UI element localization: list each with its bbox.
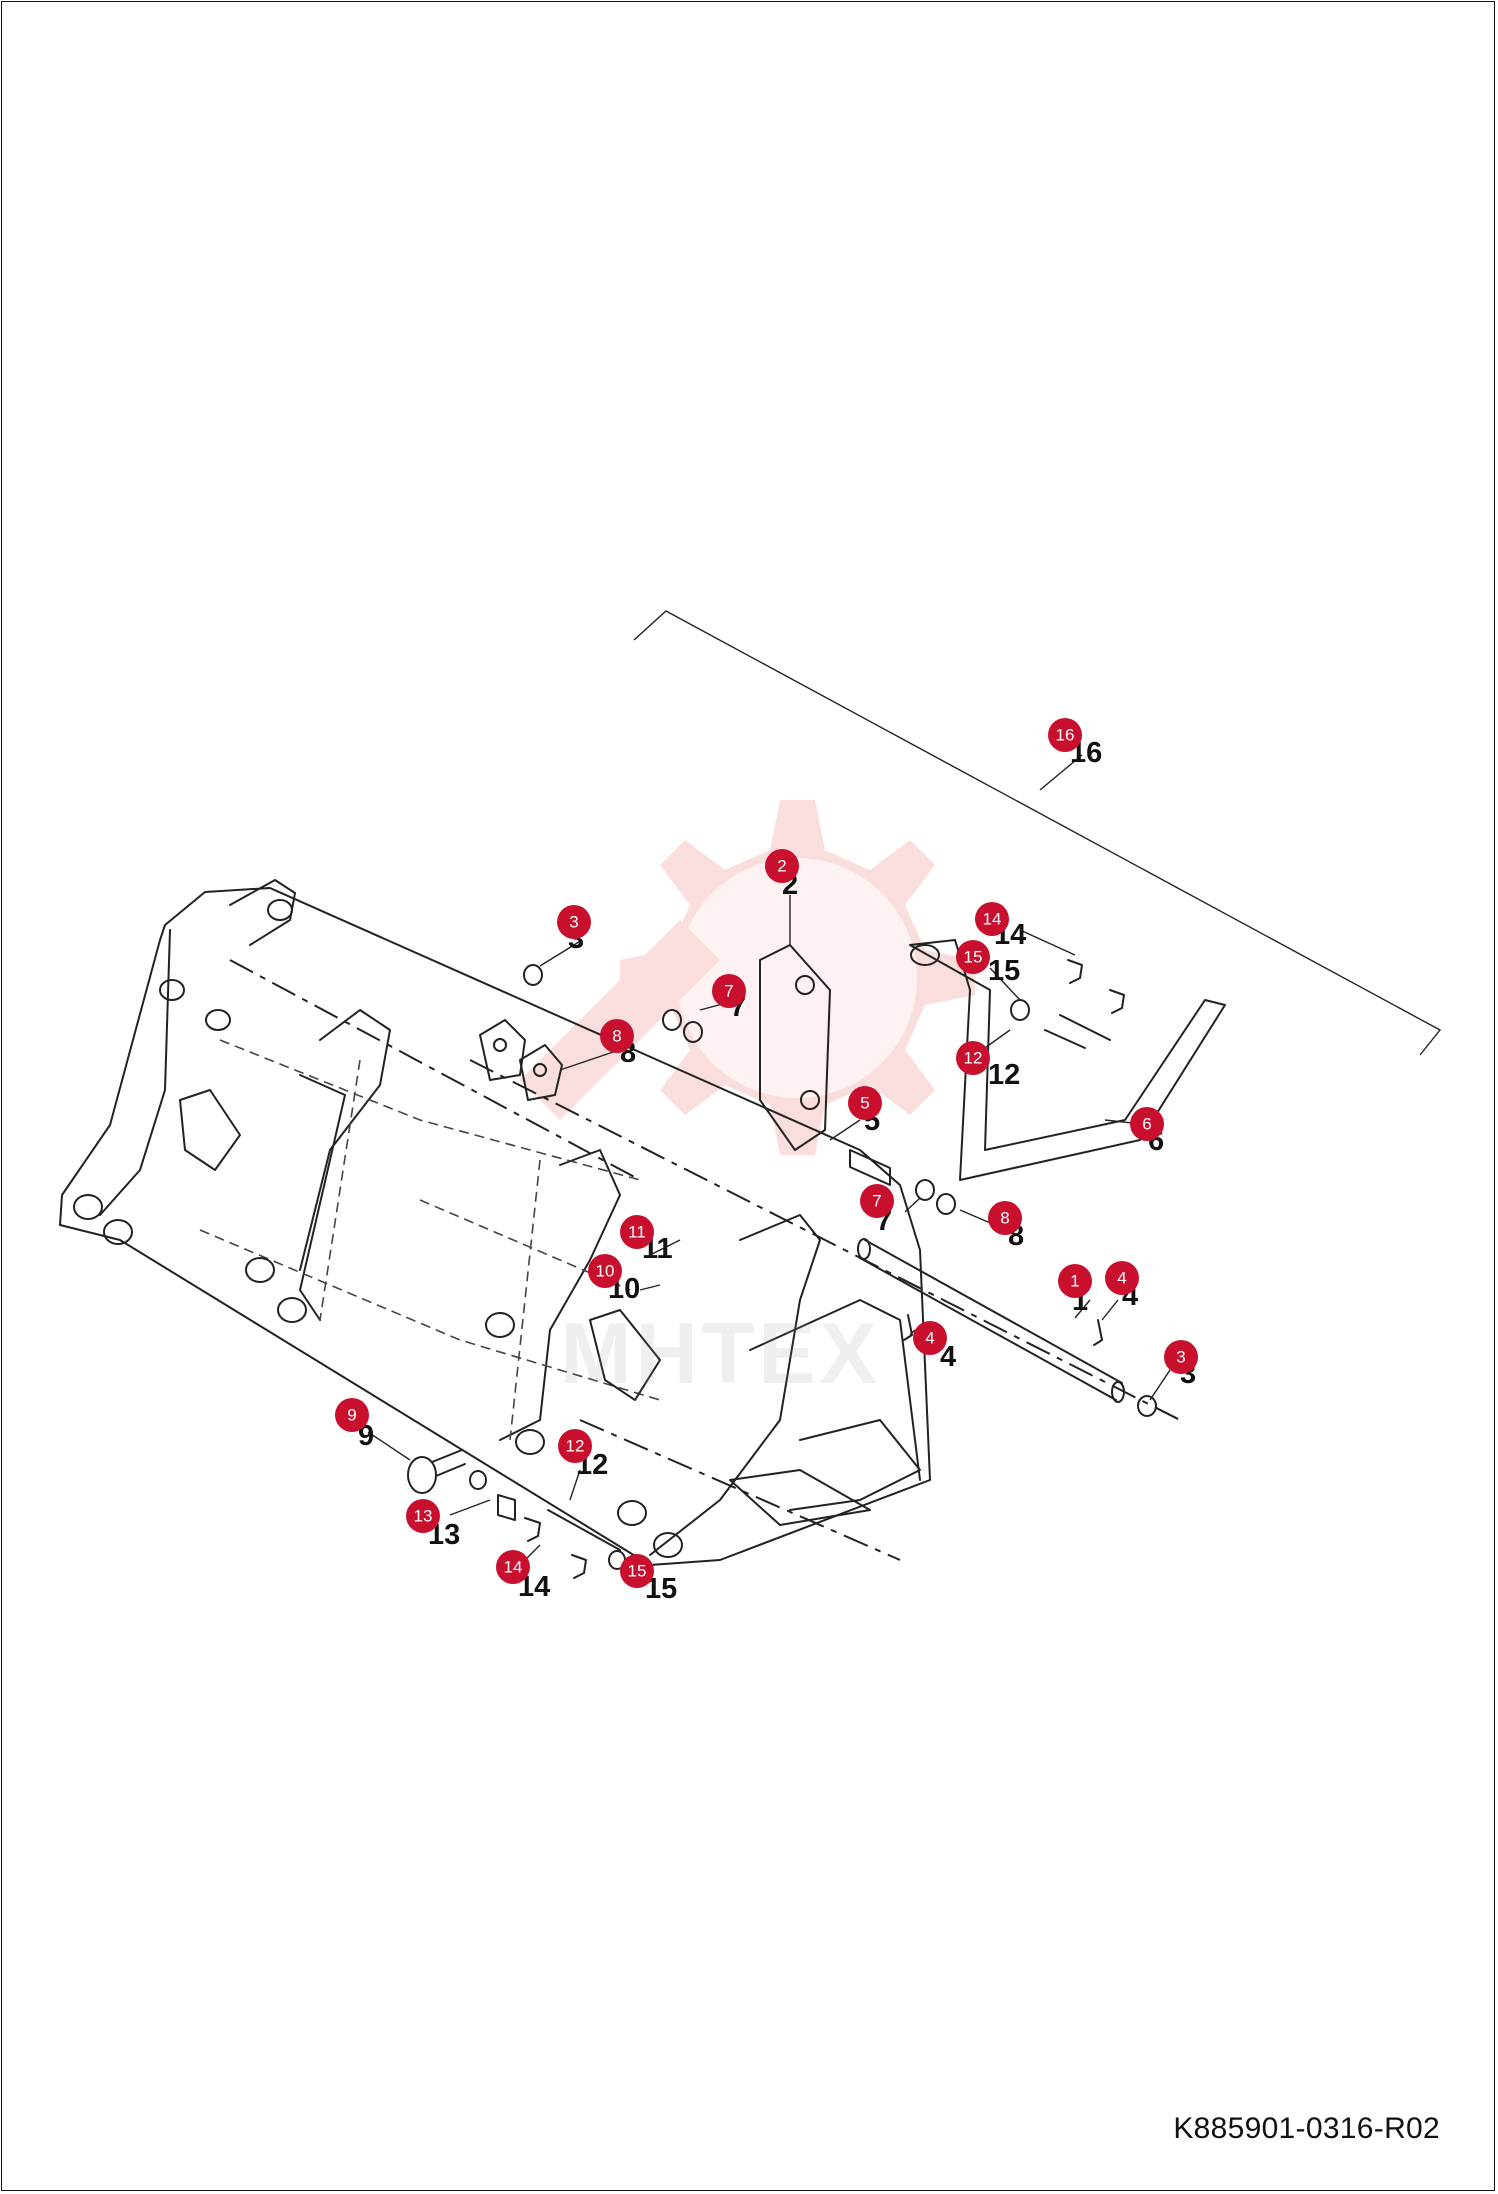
pin-part [857,1238,1125,1403]
badge-circle [335,1398,369,1432]
callout-badge: 7 [860,1184,894,1218]
badge-label: 11 [628,1223,646,1242]
callout-badge: 3 [557,905,591,939]
bushing-parts [497,1029,1086,1521]
callout-badge: 15 [956,940,990,974]
badge-label: 14 [504,1558,523,1577]
badge-circle [712,974,746,1008]
badge-label: 8 [1000,1209,1009,1228]
badge-circle [1130,1107,1164,1141]
callout-badge: 5 [848,1086,882,1120]
callout-badge: 15 [620,1554,654,1588]
callout-badge: 6 [1130,1107,1164,1141]
badge-circle [765,849,799,883]
badge-circle [557,905,591,939]
badge-label: 16 [1056,726,1075,745]
badge-circle [1164,1340,1198,1374]
badge-label: 9 [347,1406,356,1425]
callout-badge: 1 [1058,1264,1092,1298]
callout-number: 12 [988,1059,1020,1091]
badge-circle [496,1550,530,1584]
callout-number: 4 [940,1341,956,1373]
callout-badge: 8 [600,1019,634,1053]
callout-badge: 3 [1164,1340,1198,1374]
callout-number: 15 [988,955,1020,987]
clip-parts [524,959,1125,1579]
watermark-text: MHTEX [560,1306,881,1402]
callout-badge: 9 [335,1398,369,1432]
badge-label: 13 [414,1507,433,1526]
centerline [579,1419,901,1561]
callout-badge: 12 [956,1041,990,1075]
badge-label: 7 [872,1192,881,1211]
badge-circle [913,1321,947,1355]
badge-circle [588,1254,622,1288]
badge-circle [620,1215,654,1249]
callout-badge: 12 [558,1429,592,1463]
leader-lines [367,754,1171,1571]
badge-label: 10 [596,1262,615,1281]
watermark-gear-icon [520,800,975,1155]
callout-badge: 16 [1048,718,1082,752]
badge-label: 7 [724,982,733,1001]
badge-circle [620,1554,654,1588]
bolt-part [407,1449,466,1494]
drawing-code: K885901-0316-R02 [1173,2112,1440,2145]
badge-label: 12 [964,1049,983,1068]
badge-label: 14 [983,910,1002,929]
callout-badge: 14 [975,902,1009,936]
fork-part [909,939,1226,1181]
badge-label: 15 [964,948,983,967]
badge-label: 4 [925,1329,934,1348]
badge-circle [975,902,1009,936]
callout-badge: 4 [913,1321,947,1355]
bucket-frame [59,879,931,1566]
badge-circle [1048,718,1082,752]
badge-label: 3 [1176,1348,1185,1367]
assembly-bracket-line [633,610,1442,1056]
callout-badge: 2 [765,849,799,883]
badge-label: 6 [1142,1115,1151,1134]
badge-label: 1 [1070,1272,1079,1291]
badge-circle [860,1184,894,1218]
badge-label: 15 [628,1562,647,1581]
badge-circle [558,1429,592,1463]
badge-circle [956,940,990,974]
badge-label: 5 [860,1094,869,1113]
ear-parts [479,1019,563,1101]
badge-circle [988,1201,1022,1235]
callout-badge: 13 [406,1499,440,1533]
callout-badge: 14 [496,1550,530,1584]
washer-parts [469,964,1157,1570]
callout-badge: 11 [620,1215,654,1249]
centerline [469,1059,1181,1421]
badge-label: 8 [612,1027,621,1046]
badge-label: 12 [566,1437,585,1456]
badge-label: 4 [1117,1269,1126,1288]
callout-badge: 4 [1105,1261,1139,1295]
badge-label: 3 [569,913,578,932]
callout-badge: 7 [712,974,746,1008]
badge-circle [848,1086,882,1120]
callout-badge: 8 [988,1201,1022,1235]
badge-circle [406,1499,440,1533]
badge-circle [1058,1264,1092,1298]
centerline [229,959,641,1181]
badge-circle [1105,1261,1139,1295]
badge-label: 2 [777,857,786,876]
callout-badge: 10 [588,1254,622,1288]
badge-circle [956,1041,990,1075]
badge-circle [600,1019,634,1053]
